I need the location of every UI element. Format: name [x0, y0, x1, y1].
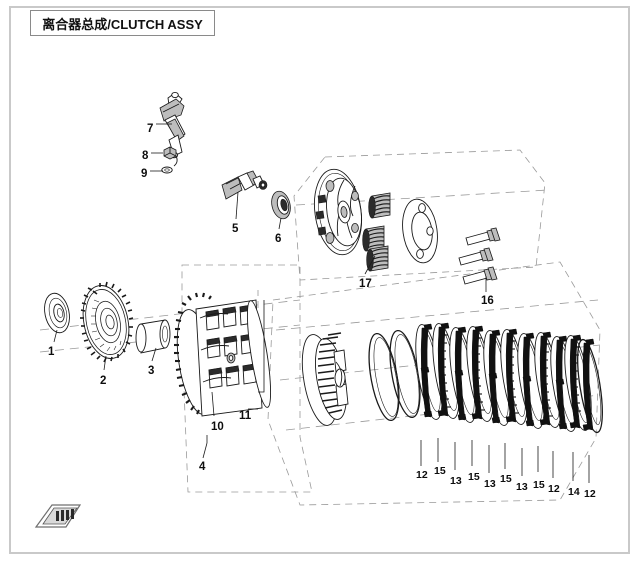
callout-9[interactable]: 9 — [141, 168, 148, 180]
part-8-nut — [163, 146, 178, 167]
part-10-clutch-outer-housing — [174, 292, 272, 417]
plate-callout-12-8[interactable]: 12 — [548, 483, 560, 495]
hex-bolts-16 — [458, 227, 501, 285]
plate-callout-13-6[interactable]: 13 — [516, 481, 528, 493]
callout-17[interactable]: 17 — [359, 278, 372, 290]
plate-callout-15-1[interactable]: 15 — [434, 465, 446, 477]
part-1-thrust-washer — [44, 292, 70, 334]
part-6-thrust-washer — [271, 190, 291, 220]
callout-7[interactable]: 7 — [147, 123, 154, 135]
axis-guide-upper — [275, 299, 599, 331]
callout-8[interactable]: 8 — [142, 150, 149, 162]
spring-seat-plate — [402, 198, 438, 264]
callout-3[interactable]: 3 — [148, 365, 155, 377]
plate-callout-14-9[interactable]: 14 — [568, 486, 580, 498]
page-title: 离合器总成/CLUTCH ASSY — [42, 16, 203, 32]
callout-2[interactable]: 2 — [100, 375, 107, 387]
callout-6[interactable]: 6 — [275, 233, 282, 245]
callout-5[interactable]: 5 — [232, 223, 239, 235]
part-9-washer — [161, 166, 173, 174]
part-3-spacer-collar — [135, 319, 171, 354]
callout-11[interactable]: 11 — [239, 410, 252, 422]
part-7-release-lever — [159, 91, 186, 159]
callout-16[interactable]: 16 — [481, 295, 494, 307]
group-boundary-pressure-plate — [293, 149, 546, 281]
pressure-plate — [314, 168, 362, 256]
part-5-push-rod — [221, 170, 268, 200]
clutch-center-hub — [301, 332, 349, 426]
part-2-driven-gear — [80, 281, 134, 363]
callout-4[interactable]: 4 — [199, 461, 206, 473]
group-boundary-plate-stack — [267, 261, 601, 506]
plate-callout-13-2[interactable]: 13 — [450, 475, 462, 487]
diagram-title-box: 离合器总成/CLUTCH ASSY — [30, 10, 215, 36]
leader-lines — [53, 123, 590, 483]
callout-10[interactable]: 10 — [211, 421, 224, 433]
plate-callout-15-5[interactable]: 15 — [500, 473, 512, 485]
callout-1[interactable]: 1 — [48, 346, 55, 358]
plate-callout-15-3[interactable]: 15 — [468, 471, 480, 483]
clutch-plate-stack — [415, 322, 603, 434]
cfmoto-logo-watermark — [34, 504, 82, 528]
plate-callout-12-0[interactable]: 12 — [416, 469, 428, 481]
plate-callout-15-7[interactable]: 15 — [533, 479, 545, 491]
page-frame — [9, 6, 630, 554]
clutch-springs-17 — [362, 192, 391, 272]
axis-guide-pressure — [295, 189, 549, 206]
plate-callout-13-4[interactable]: 13 — [484, 478, 496, 490]
bracket-11 — [258, 300, 265, 393]
plate-callout-12-10[interactable]: 12 — [584, 488, 596, 500]
